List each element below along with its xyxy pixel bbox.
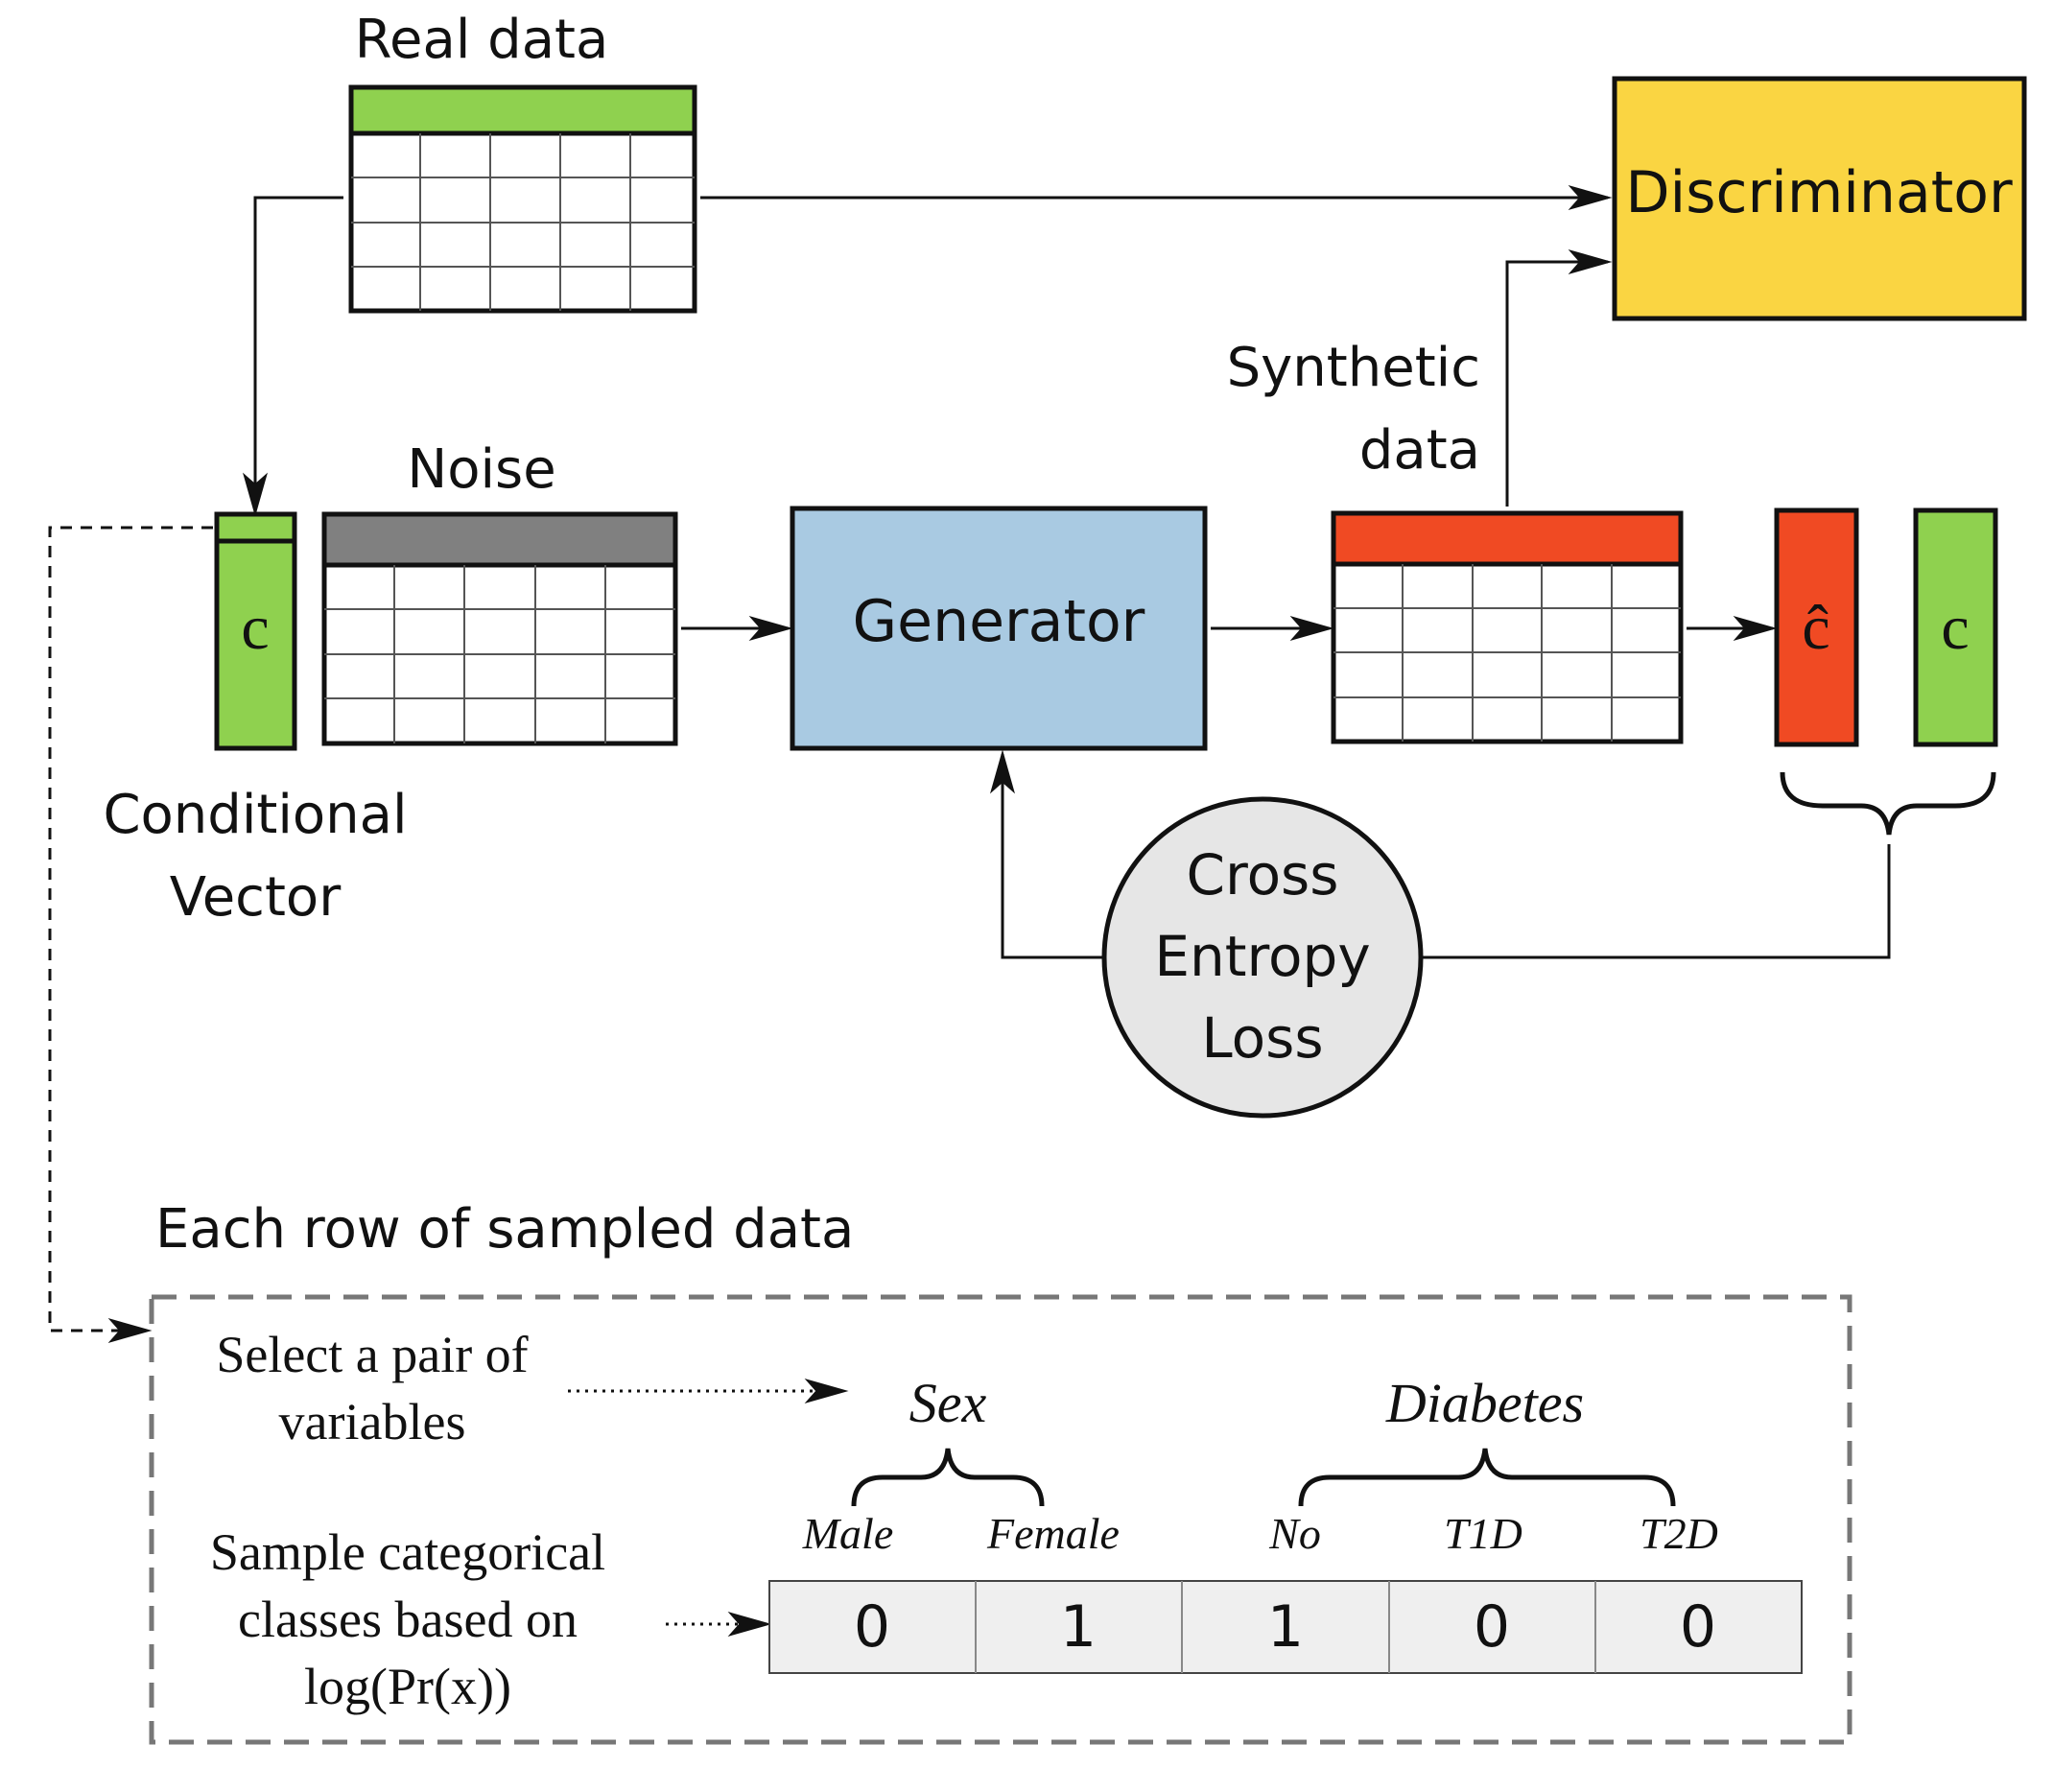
- class-female-label: Female: [986, 1509, 1120, 1558]
- conditional-vector-label-line2: Vector: [170, 866, 342, 929]
- real-data-header: [351, 87, 695, 133]
- sex-brace: [851, 1448, 1045, 1507]
- step1-line1: Select a pair of: [216, 1326, 528, 1383]
- loss-label-line3: Loss: [1201, 1005, 1323, 1071]
- value-cell-t2d: 0: [1680, 1593, 1716, 1661]
- noise-label: Noise: [407, 438, 555, 501]
- class-no-label: No: [1268, 1509, 1321, 1558]
- real-data-table: [348, 84, 697, 314]
- loss-label-line1: Cross: [1187, 842, 1339, 908]
- class-t2d-label: T2D: [1640, 1509, 1718, 1558]
- synthetic-data-label-line1: Synthetic: [1227, 337, 1480, 399]
- loss-label-line2: Entropy: [1154, 924, 1370, 989]
- discriminator-box: Discriminator: [1612, 76, 2027, 321]
- c-pair-brace: [1780, 771, 1996, 836]
- step1-line2: variables: [279, 1393, 466, 1450]
- class-t1d-label: T1D: [1444, 1509, 1522, 1558]
- step2-line1: Sample categorical: [210, 1523, 605, 1581]
- conditional-vector: c: [214, 511, 297, 751]
- noise-table: [321, 511, 678, 746]
- cross-entropy-loss-node: Cross Entropy Loss: [1101, 796, 1424, 1119]
- step2-line3: log(Pr(x)): [304, 1658, 511, 1715]
- class-male-label: Male: [802, 1509, 894, 1558]
- c-hat-symbol: ĉ: [1802, 593, 1829, 663]
- c-vector: c: [1913, 507, 1998, 747]
- arrow-synthetic-to-discriminator: [1505, 249, 1613, 507]
- real-data-label: Real data: [355, 9, 609, 71]
- variable-diabetes-label: Diabetes: [1385, 1372, 1584, 1434]
- c-symbol: c: [1941, 593, 1969, 663]
- conditional-vector-symbol: c: [241, 593, 269, 663]
- value-cell-female: 1: [1060, 1593, 1097, 1661]
- line-brace-to-loss: [1423, 844, 1891, 959]
- arrow-real-to-conditional: [243, 196, 343, 517]
- value-cell-male: 0: [854, 1593, 890, 1661]
- generator-label: Generator: [853, 588, 1145, 655]
- connectors: [48, 185, 1891, 1343]
- discriminator-label: Discriminator: [1625, 159, 2013, 226]
- value-cell-t1d: 0: [1474, 1593, 1510, 1661]
- value-cell-no: 1: [1267, 1593, 1304, 1661]
- generator-box: Generator: [790, 506, 1208, 751]
- step2-line2: classes based on: [238, 1591, 578, 1648]
- variable-sex-label: Sex: [909, 1372, 987, 1434]
- arrow-conditional-to-sampling: [48, 526, 213, 1343]
- c-hat-vector: ĉ: [1774, 507, 1859, 747]
- sampling-title: Each row of sampled data: [155, 1198, 854, 1261]
- synthetic-data-table: [1331, 510, 1684, 744]
- synthetic-data-label-line2: data: [1359, 419, 1480, 482]
- conditional-vector-label-line1: Conditional: [103, 784, 407, 846]
- sampling-box: [149, 1294, 1852, 1745]
- arrow-loss-to-generator: [990, 749, 1102, 959]
- one-hot-row: 0 1 1 0 0: [768, 1580, 1803, 1674]
- diabetes-brace: [1298, 1448, 1676, 1507]
